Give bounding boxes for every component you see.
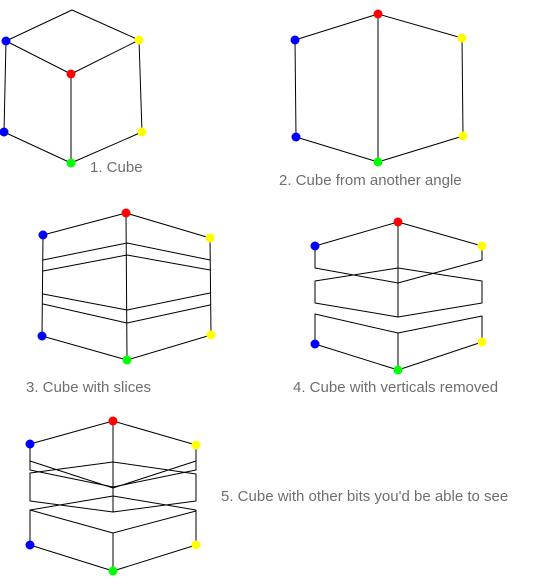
- green-vertex: [108, 566, 118, 576]
- caption-cube-other-bits: 5. Cube with other bits you'd be able to…: [221, 488, 508, 505]
- yellow-vertex: [477, 337, 487, 347]
- cube-2-outline: [294, 13, 464, 163]
- yellow-vertex: [457, 33, 467, 43]
- green-vertex: [122, 355, 132, 365]
- blue-vertex: [0, 127, 9, 137]
- yellow-vertex: [191, 440, 201, 450]
- figure-4-cube-verticals-removed: 4. Cube with verticals removed: [293, 217, 498, 396]
- blue-vertex: [310, 339, 320, 349]
- caption-cube: 1. Cube: [90, 159, 143, 176]
- cube-4-middle-slab: [314, 267, 483, 318]
- blue-vertex: [25, 439, 35, 449]
- red-vertex: [121, 208, 131, 218]
- cube-3-center-edge: [125, 212, 128, 361]
- figure-3-cube-slices: 3. Cube with slices: [26, 208, 216, 396]
- red-vertex: [66, 69, 76, 79]
- caption-cube-verticals-removed: 4. Cube with verticals removed: [293, 379, 498, 396]
- cube-4-bottom-slab: [314, 313, 483, 371]
- blue-vertex: [25, 540, 35, 550]
- red-vertex: [373, 9, 383, 19]
- cube-5-hidden-above-bottom: [29, 495, 197, 511]
- blue-vertex: [38, 230, 48, 240]
- slice-line: [42, 292, 211, 311]
- yellow-vertex: [205, 233, 215, 243]
- cube-5-middle-slab: [29, 461, 197, 513]
- red-vertex: [108, 416, 118, 426]
- cube-1-inner-edges: [5, 39, 140, 75]
- caption-cube-slices: 3. Cube with slices: [26, 379, 151, 396]
- slice-line: [42, 303, 211, 324]
- red-vertex: [393, 217, 403, 227]
- yellow-vertex: [206, 330, 216, 340]
- green-vertex: [373, 157, 383, 167]
- blue-vertex: [290, 35, 300, 45]
- blue-vertex: [291, 132, 301, 142]
- cube-5-bottom-slab: [29, 509, 197, 572]
- slice-line: [42, 254, 211, 272]
- yellow-vertex: [134, 35, 144, 45]
- figure-2-cube-angle: 2. Cube from another angle: [279, 9, 468, 189]
- green-vertex: [393, 365, 403, 375]
- cube-1-outline: [3, 9, 143, 164]
- yellow-vertex: [477, 241, 487, 251]
- yellow-vertex: [137, 127, 147, 137]
- blue-vertex: [310, 241, 320, 251]
- blue-vertex: [1, 36, 11, 46]
- yellow-vertex: [191, 540, 201, 550]
- figure-1-cube: 1. Cube: [0, 9, 147, 176]
- figure-5-cube-other-bits: 5. Cube with other bits you'd be able to…: [25, 416, 508, 576]
- yellow-vertex: [458, 131, 468, 141]
- caption-cube-angle: 2. Cube from another angle: [279, 172, 462, 189]
- blue-vertex: [37, 331, 47, 341]
- slice-line: [42, 242, 211, 261]
- green-vertex: [66, 158, 76, 168]
